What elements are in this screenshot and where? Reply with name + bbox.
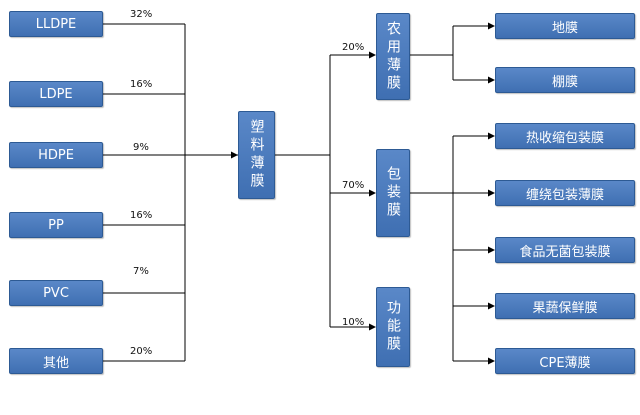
material-ldpe: LDPE — [9, 81, 103, 107]
arrow-fresh — [488, 302, 495, 310]
share-other: 20% — [130, 346, 153, 357]
share-packaging: 70% — [342, 180, 365, 191]
category-packaging-film: 包装膜 — [376, 149, 410, 237]
share-ldpe: 16% — [130, 79, 153, 90]
product-greenhouse-film: 棚膜 — [495, 67, 635, 93]
category-functional-film: 功能膜 — [376, 287, 410, 367]
arrow-aseptic — [488, 246, 495, 254]
arrow-func — [369, 323, 376, 331]
arrow-cpe — [488, 357, 495, 365]
arrow-center — [231, 151, 238, 159]
share-lldpe: 32% — [130, 9, 153, 20]
arrow-agri — [369, 51, 376, 59]
material-lldpe: LLDPE — [9, 11, 103, 37]
product-cpe-film: CPE薄膜 — [495, 348, 635, 374]
arrow-shrink — [488, 132, 495, 140]
material-pvc: PVC — [9, 280, 103, 306]
arrow-mulch — [488, 22, 495, 30]
product-aseptic-film: 食品无菌包装膜 — [495, 237, 635, 263]
share-agricultural: 20% — [342, 42, 365, 53]
material-pp: PP — [9, 212, 103, 238]
product-fresh-keeping-film: 果蔬保鲜膜 — [495, 293, 635, 319]
share-pp: 16% — [130, 210, 153, 221]
material-other: 其他 — [9, 348, 103, 374]
arrow-shed — [488, 76, 495, 84]
category-agricultural-film: 农用薄膜 — [376, 13, 410, 100]
share-hdpe: 9% — [133, 142, 149, 153]
product-mulch-film: 地膜 — [495, 13, 635, 39]
product-stretch-film: 缠绕包装薄膜 — [495, 180, 635, 206]
product-shrink-film: 热收缩包装膜 — [495, 123, 635, 149]
share-functional: 10% — [342, 317, 365, 328]
arrow-pack — [369, 189, 376, 197]
arrow-stretch — [488, 189, 495, 197]
share-pvc: 7% — [133, 266, 149, 277]
center-plastic-film: 塑料薄膜 — [238, 111, 275, 199]
material-hdpe: HDPE — [9, 142, 103, 168]
